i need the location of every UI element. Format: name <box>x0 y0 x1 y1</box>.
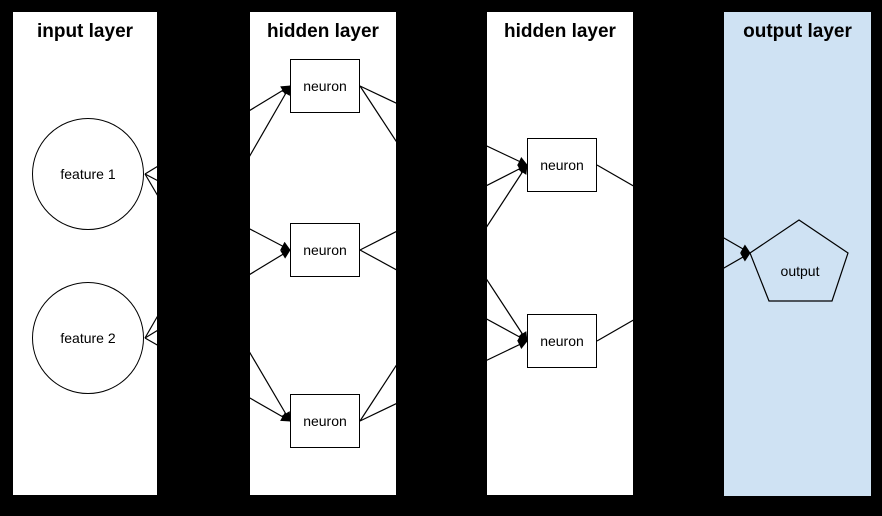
connection-lines-group <box>144 85 751 422</box>
hidden1-neuron-3-node: neuron <box>290 394 360 448</box>
hidden-layer-2-title: hidden layer <box>504 21 616 42</box>
output-layer-title: output layer <box>743 21 852 42</box>
output-layer-panel: output layer <box>724 12 871 496</box>
hidden2-neuron-2-node: neuron <box>527 314 597 368</box>
node-label: neuron <box>303 242 347 258</box>
hidden2-neuron-1-node: neuron <box>527 138 597 192</box>
hidden1-neuron-2-node: neuron <box>290 223 360 277</box>
hidden-layer-2-panel: hidden layer <box>487 12 633 495</box>
input-layer-panel: input layer <box>13 12 157 495</box>
node-label: neuron <box>540 333 584 349</box>
feature-2-node: feature 2 <box>32 282 144 394</box>
hidden-layer-1-title: hidden layer <box>267 21 379 42</box>
node-label: feature 2 <box>60 330 116 346</box>
input-layer-title: input layer <box>36 21 134 42</box>
node-label: neuron <box>540 157 584 173</box>
node-label: feature 1 <box>60 166 116 182</box>
feature-1-node: feature 1 <box>32 118 144 230</box>
node-label: neuron <box>303 78 347 94</box>
node-label: neuron <box>303 413 347 429</box>
hidden1-neuron-1-node: neuron <box>290 59 360 113</box>
output-node-label: output <box>780 263 820 279</box>
